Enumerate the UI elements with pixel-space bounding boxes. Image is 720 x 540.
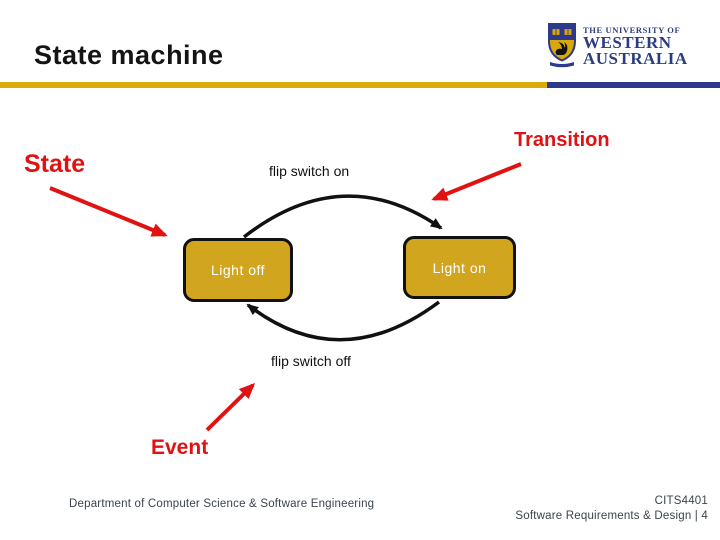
state-box-light-off: Light off	[183, 238, 293, 302]
footer-course-code: CITS4401	[654, 495, 708, 507]
state-box-light-on: Light on	[403, 236, 516, 299]
transition-pointer-arrow	[431, 162, 522, 201]
transition-arc-flip-on	[242, 194, 443, 239]
logo-line-western: WESTERN	[583, 33, 672, 52]
page-title: State machine	[34, 40, 224, 70]
label-flip-switch-off: flip switch off	[271, 353, 351, 369]
uwa-logo: THE UNIVERSITY OF WESTERN AUSTRALIA	[547, 22, 688, 70]
annotation-event: Event	[151, 436, 209, 459]
annotation-state: State	[24, 150, 86, 178]
accent-bar-gold	[0, 82, 547, 88]
footer-course-block: CITS4401 Software Requirements & Design …	[515, 494, 708, 524]
label-flip-switch-on: flip switch on	[269, 163, 350, 179]
annotation-transition: Transition	[514, 129, 610, 151]
state-box-light-on-label: Light on	[432, 259, 487, 276]
state-box-light-off-label: Light off	[210, 262, 266, 278]
accent-bar-navy	[547, 82, 720, 88]
uwa-crest-icon	[548, 23, 576, 68]
logo-line-university-of: THE UNIVERSITY OF	[583, 25, 681, 35]
transition-arc-flip-off	[246, 300, 441, 342]
uwa-logo-text: THE UNIVERSITY OF WESTERN AUSTRALIA	[583, 25, 688, 67]
footer-course-subtitle: Software Requirements & Design | 4	[515, 510, 708, 522]
logo-line-australia: AUSTRALIA	[583, 49, 688, 68]
footer-department: Department of Computer Science & Softwar…	[69, 498, 375, 510]
event-pointer-arrow	[205, 382, 256, 432]
state-pointer-arrow	[49, 186, 168, 237]
